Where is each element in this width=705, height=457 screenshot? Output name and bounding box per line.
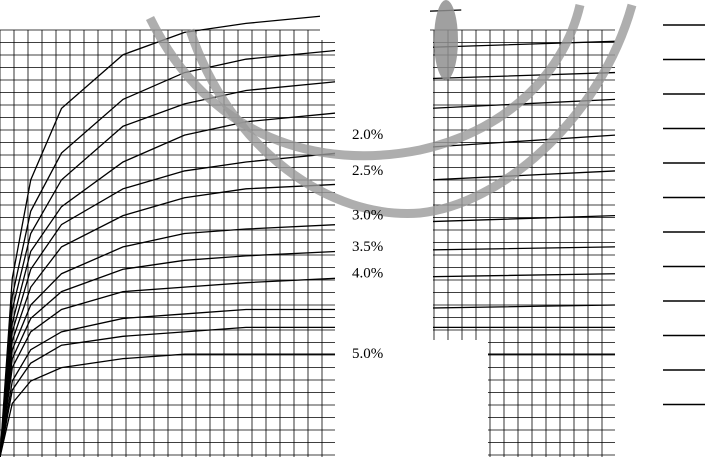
series-line-3: [0, 71, 616, 457]
gray-blob: [434, 0, 458, 80]
grid: [0, 29, 615, 457]
series-labels: 2.0% 2.5% 3.0% 3.5% 4.0% 5.0%: [352, 127, 383, 362]
series-line-8: [0, 246, 616, 457]
series-label: 3.0%: [352, 208, 383, 224]
series-line-12: [0, 353, 615, 457]
gray-arc: [145, 3, 585, 161]
occlusion-panel: [615, 0, 705, 457]
series-lines: [0, 9, 616, 457]
series-label: 4.0%: [352, 266, 383, 282]
series-line-4: [0, 98, 616, 457]
series-line-5: [0, 134, 616, 457]
overlay: [145, 0, 705, 457]
series-line-1: [0, 9, 462, 457]
series-label: 2.0%: [352, 127, 383, 143]
occlusion-panel: [335, 40, 433, 457]
series-line-7: [0, 214, 616, 457]
occlusion-panel: [320, 0, 430, 40]
occlusion-panel: [433, 340, 488, 457]
gray-arc: [185, 3, 637, 218]
series-line-6: [0, 170, 616, 457]
series-label: 2.5%: [352, 163, 383, 179]
series-line-10: [0, 304, 616, 457]
right-tick-marks: [663, 24, 705, 406]
series-line-9: [0, 273, 616, 457]
series-line-2: [0, 40, 616, 457]
series-label: 5.0%: [352, 346, 383, 362]
series-label: 3.5%: [352, 239, 383, 255]
series-line-11: [0, 326, 615, 457]
